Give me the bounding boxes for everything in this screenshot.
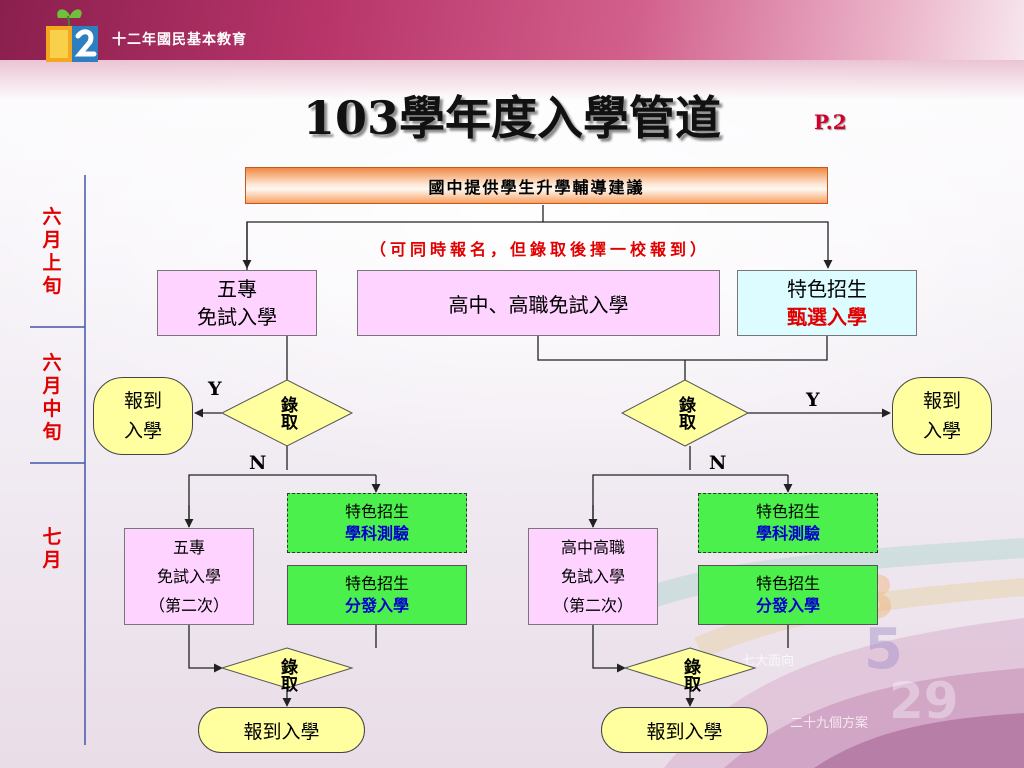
admit-diamond-bottom-left	[220, 647, 354, 689]
admit-diamond-left	[220, 379, 354, 447]
five-year-line1: 五專	[217, 277, 257, 301]
admit-left-label: 錄取	[277, 396, 297, 430]
page-reference: P.2	[814, 110, 847, 134]
decoration-text-2: 二十九個方案	[790, 716, 869, 731]
report-bottom-left-label: 報到入學	[243, 720, 320, 743]
no-right: N	[709, 452, 727, 474]
special-exam-left-line1: 特色招生	[344, 502, 409, 521]
logo-icon	[46, 9, 98, 62]
timeline-period-2: 六月中旬	[42, 352, 62, 443]
yes-right: Y	[806, 389, 820, 411]
admit-bottom-left-label: 錄取	[277, 658, 297, 692]
admit-right-label: 錄取	[675, 396, 695, 430]
five-year-second-line2: 免試入學	[156, 567, 221, 586]
admit-bottom-right-label: 錄取	[680, 658, 700, 692]
no-left: N	[249, 452, 267, 474]
report-left-line2: 入學	[123, 420, 162, 442]
registration-note: （可同時報名，但錄取後擇一校報到）	[369, 240, 710, 259]
special-dist-left: 特色招生 分發入學	[287, 565, 467, 625]
high-school-box: 高中、高職免試入學	[357, 270, 720, 336]
report-left: 報到 入學	[93, 377, 193, 455]
special-dist-right-line2: 分發入學	[755, 596, 820, 615]
admit-diamond-right	[620, 379, 750, 447]
special-exam-right-line2: 學科測驗	[755, 524, 820, 543]
timeline-period-3: 七月	[42, 526, 62, 571]
special-exam-right-line1: 特色招生	[755, 502, 820, 521]
special-exam-left-line2: 學科測驗	[344, 524, 409, 543]
special-dist-right: 特色招生 分發入學	[698, 565, 878, 625]
special-selection-box: 特色招生 甄選入學	[737, 270, 917, 336]
special-dist-right-line1: 特色招生	[755, 574, 820, 593]
admit-bottom-right: 錄取	[665, 650, 715, 700]
report-right: 報到 入學	[892, 377, 992, 455]
five-year-line2: 免試入學	[197, 305, 277, 329]
header-band	[0, 0, 1024, 60]
hs-second-line2: 免試入學	[560, 567, 625, 586]
special-line2: 甄選入學	[787, 305, 867, 329]
special-dist-left-line1: 特色招生	[344, 574, 409, 593]
special-line1: 特色招生	[787, 277, 867, 301]
special-exam-right: 特色招生 學科測驗	[698, 493, 878, 553]
five-year-second-line1: 五專	[172, 538, 205, 557]
report-right-line1: 報到	[922, 390, 961, 412]
five-year-second-box: 五專 免試入學 （第二次）	[124, 528, 254, 625]
five-year-box: 五專 免試入學	[157, 270, 317, 336]
hs-second-line3: （第二次）	[552, 596, 633, 615]
page-title: 103學年度入學管道	[302, 91, 722, 145]
special-dist-left-line2: 分發入學	[344, 596, 409, 615]
five-year-second-line3: （第二次）	[148, 596, 229, 615]
hs-second-box: 高中高職 免試入學 （第二次）	[528, 528, 658, 625]
admit-right: 錄取	[660, 390, 710, 436]
org-name: 十二年國民基本教育	[112, 32, 247, 48]
special-exam-left: 特色招生 學科測驗	[287, 493, 467, 553]
admit-bottom-left: 錄取	[262, 650, 312, 700]
header-fade	[0, 60, 1024, 100]
admit-left: 錄取	[262, 390, 312, 436]
hs-second-line1: 高中高職	[560, 538, 625, 557]
report-bottom-right-label: 報到入學	[646, 720, 723, 743]
report-bottom-left: 報到入學	[198, 707, 365, 753]
admit-diamond-bottom-right	[623, 647, 757, 689]
report-bottom-right: 報到入學	[601, 707, 768, 753]
report-right-line2: 入學	[922, 420, 961, 442]
report-left-line1: 報到	[123, 390, 162, 412]
yes-left: Y	[208, 378, 222, 400]
advice-box: 國中提供學生升學輔導建議	[245, 167, 828, 204]
timeline-period-1: 六月上旬	[42, 206, 62, 297]
high-school-label: 高中、高職免試入學	[448, 292, 629, 317]
decoration-text-1: 七大面向	[742, 654, 795, 669]
